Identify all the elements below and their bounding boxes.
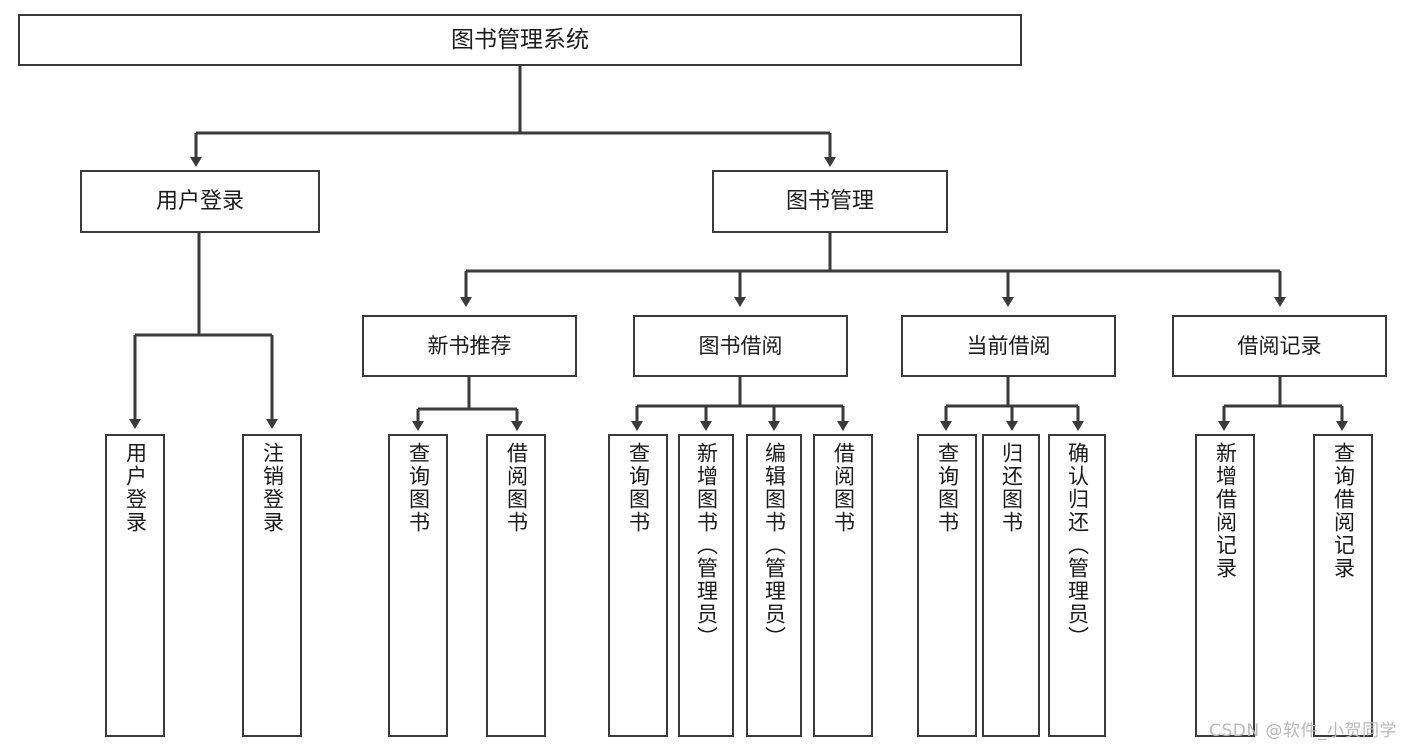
node-book-borrow-label: 图书借阅 bbox=[698, 333, 783, 358]
leaf-query-book-borrow-label: 查询图书 bbox=[626, 442, 651, 534]
watermark: CSDN @软件_小贺同学 bbox=[1209, 721, 1397, 741]
leaf-add-book-admin-label: 新增图书（管理员） bbox=[694, 442, 719, 649]
leaf-query-borrow-record-label: 查询借阅记录 bbox=[1331, 442, 1356, 580]
leaf-edit-book-admin[interactable]: 编辑图书（管理员） bbox=[746, 434, 802, 737]
node-new-book-recommend-label: 新书推荐 bbox=[427, 333, 512, 358]
node-current-borrow[interactable]: 当前借阅 bbox=[901, 315, 1116, 377]
leaf-logout[interactable]: 注销登录 bbox=[242, 434, 302, 737]
leaf-user-login[interactable]: 用户登录 bbox=[105, 434, 165, 737]
node-current-borrow-label: 当前借阅 bbox=[966, 333, 1051, 358]
leaf-query-book-borrow[interactable]: 查询图书 bbox=[608, 434, 668, 737]
leaf-borrow-book-recommend[interactable]: 借阅图书 bbox=[486, 434, 546, 737]
node-book-borrow[interactable]: 图书借阅 bbox=[633, 315, 848, 377]
node-book-management[interactable]: 图书管理 bbox=[712, 170, 948, 233]
node-root-label: 图书管理系统 bbox=[451, 26, 589, 53]
leaf-borrow-book-label: 借阅图书 bbox=[831, 442, 856, 534]
leaf-logout-label: 注销登录 bbox=[260, 442, 285, 534]
leaf-add-borrow-record-label: 新增借阅记录 bbox=[1213, 442, 1238, 580]
node-book-management-label: 图书管理 bbox=[785, 188, 874, 214]
node-new-book-recommend[interactable]: 新书推荐 bbox=[362, 315, 577, 377]
node-user-login-label: 用户登录 bbox=[155, 188, 244, 214]
node-root[interactable]: 图书管理系统 bbox=[18, 14, 1022, 66]
leaf-query-book-current-label: 查询图书 bbox=[935, 442, 960, 534]
leaf-confirm-return-admin-label: 确认归还（管理员） bbox=[1065, 442, 1090, 649]
leaf-return-book-label: 归还图书 bbox=[999, 442, 1024, 534]
leaf-user-login-label: 用户登录 bbox=[123, 442, 148, 534]
leaf-query-book-recommend[interactable]: 查询图书 bbox=[388, 434, 448, 737]
leaf-confirm-return-admin[interactable]: 确认归还（管理员） bbox=[1048, 434, 1106, 737]
leaf-add-borrow-record[interactable]: 新增借阅记录 bbox=[1195, 434, 1255, 737]
leaf-query-book-recommend-label: 查询图书 bbox=[406, 442, 431, 534]
leaf-borrow-book[interactable]: 借阅图书 bbox=[813, 434, 873, 737]
node-user-login[interactable]: 用户登录 bbox=[80, 170, 320, 233]
leaf-query-book-current[interactable]: 查询图书 bbox=[917, 434, 977, 737]
leaf-return-book[interactable]: 归还图书 bbox=[982, 434, 1040, 737]
leaf-borrow-book-recommend-label: 借阅图书 bbox=[504, 442, 529, 534]
node-borrow-record-label: 借阅记录 bbox=[1237, 333, 1322, 358]
leaf-query-borrow-record[interactable]: 查询借阅记录 bbox=[1313, 434, 1373, 737]
leaf-edit-book-admin-label: 编辑图书（管理员） bbox=[762, 442, 787, 649]
leaf-add-book-admin[interactable]: 新增图书（管理员） bbox=[678, 434, 734, 737]
node-borrow-record[interactable]: 借阅记录 bbox=[1172, 315, 1387, 377]
